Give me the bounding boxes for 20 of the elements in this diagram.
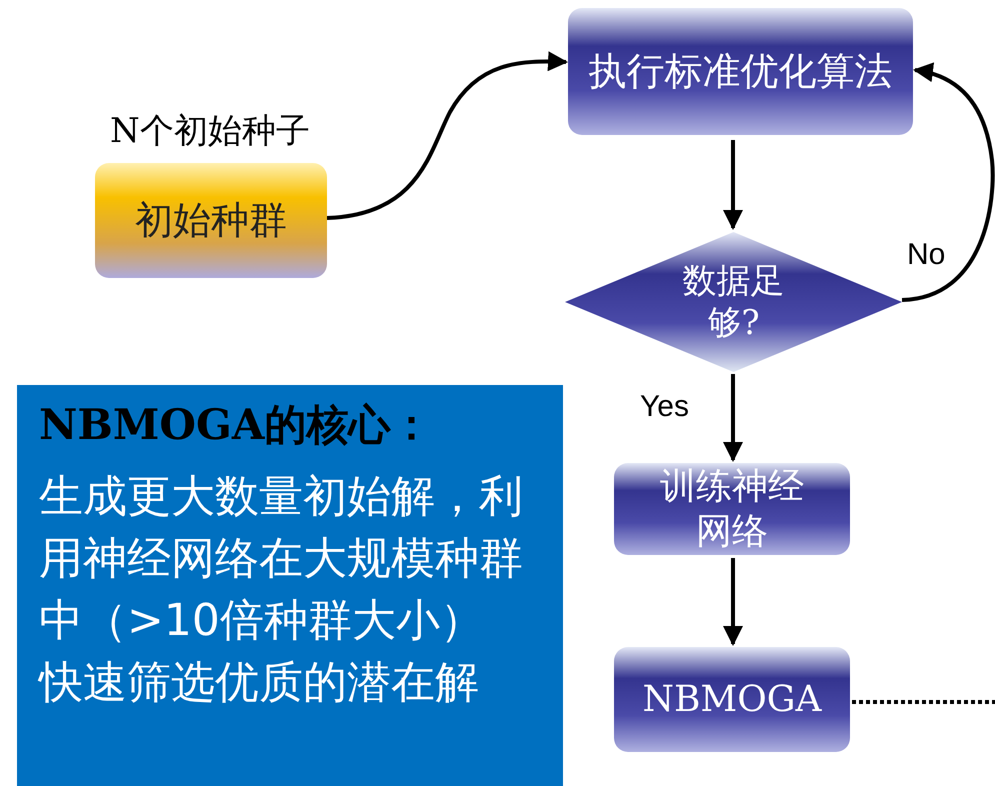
arrow [326, 51, 568, 220]
panel-text: 生成更大数量初始解，利用神经网络在大规模种群中（>10倍种群大小）快速筛选优质的潜在解 [39, 470, 524, 710]
note-panel [17, 385, 563, 786]
start-box [95, 163, 327, 278]
arrow [723, 374, 743, 462]
node-label: NBMOGA [642, 678, 822, 722]
node-label: 执行标准优化算法 [588, 48, 894, 95]
arrow [902, 63, 995, 302]
decision-diamond [565, 232, 902, 372]
arrow [723, 140, 743, 230]
dotted-line [852, 700, 995, 704]
node-caption: N个初始种子 [110, 110, 310, 153]
panel-heading: NBMOGA的核心： [39, 399, 432, 451]
node-label: 初始种群 [135, 196, 287, 244]
process-box [568, 8, 913, 135]
process-box [614, 463, 850, 555]
node-label: 数据足够? [682, 260, 786, 344]
process-box [614, 647, 850, 752]
node-label: 训练神经网络 [659, 465, 805, 554]
arrow [723, 558, 743, 646]
